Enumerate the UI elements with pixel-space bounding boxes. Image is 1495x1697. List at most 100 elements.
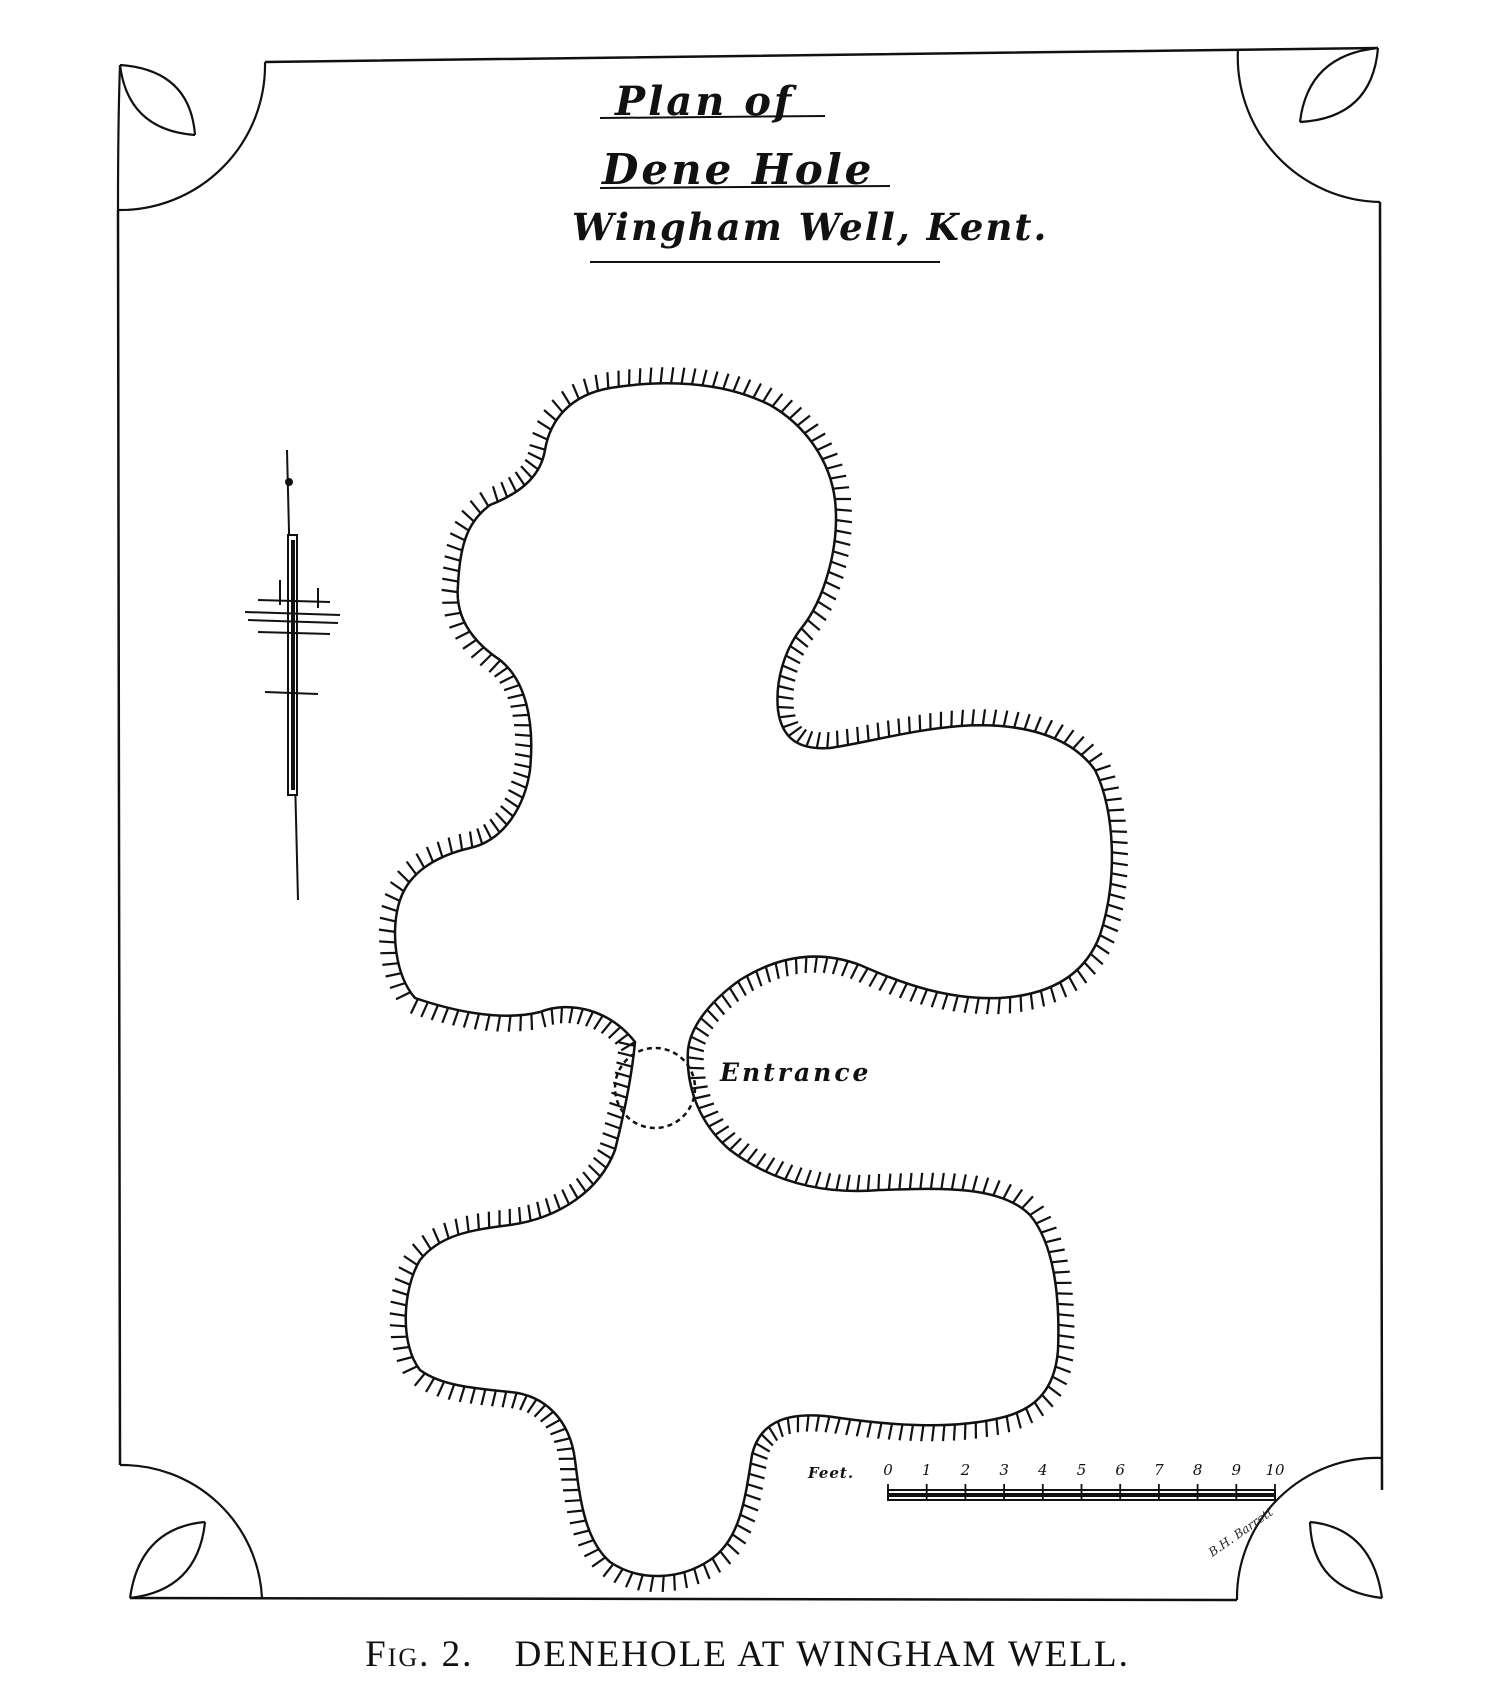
hachure-mark	[805, 730, 814, 747]
hachure-mark	[411, 1243, 424, 1258]
hachure-mark	[611, 1091, 628, 1099]
hachure-mark	[507, 1015, 512, 1032]
hachure-mark	[776, 1421, 784, 1438]
hachure-mark	[1047, 1385, 1062, 1397]
hachure-mark	[469, 1387, 476, 1404]
hachure-mark	[1110, 882, 1127, 889]
hachure-mark	[602, 1563, 615, 1578]
hachure-mark	[701, 369, 708, 386]
hachure-mark	[585, 1011, 594, 1027]
hachure-mark	[720, 993, 732, 1009]
hachure-mark	[1076, 969, 1088, 984]
hachure-mark	[536, 420, 552, 431]
hachure-mark	[468, 831, 474, 848]
hachure-mark	[941, 1424, 946, 1442]
hachure-mark	[413, 1372, 426, 1387]
hachure-mark	[782, 664, 798, 673]
hachure-mark	[688, 1045, 705, 1053]
hachure-mark	[815, 731, 821, 749]
hachure-mark	[1102, 786, 1119, 792]
hachure-mark	[519, 1394, 528, 1411]
hachure-mark	[1013, 711, 1020, 728]
hachure-mark	[771, 393, 784, 408]
hachure-mark	[878, 975, 889, 992]
hachure-mark	[787, 725, 803, 737]
hachure-mark	[840, 960, 850, 977]
hachure-mark	[484, 1014, 491, 1031]
hachure-mark	[573, 1529, 590, 1536]
entrance-shaft	[613, 1046, 697, 1130]
hachure-mark	[462, 1011, 470, 1028]
hachure-mark	[489, 818, 501, 834]
hachure-mark	[1029, 1205, 1045, 1216]
plan-title-line-2: Dene Hole	[602, 145, 875, 194]
hachure-mark	[560, 390, 572, 406]
hachure-mark	[746, 1483, 764, 1490]
hachure-mark	[830, 560, 847, 569]
hachure-mark	[394, 1277, 411, 1286]
hachure-mark	[1107, 808, 1125, 812]
hachure-mark	[503, 683, 520, 692]
hachure-mark	[510, 780, 527, 789]
hachure-mark	[458, 1386, 466, 1403]
hachure-mark	[393, 1345, 410, 1351]
hachure-mark	[815, 1415, 820, 1432]
hachure-mark	[992, 1179, 1001, 1196]
hachure-mark	[443, 1222, 450, 1239]
hachure-mark	[454, 520, 470, 532]
hachure-mark	[764, 966, 772, 983]
hachure-mark	[752, 382, 762, 399]
hachure-mark	[515, 743, 532, 748]
hachure-mark	[1057, 1302, 1074, 1306]
hachure-mark	[488, 659, 502, 673]
hachure-mark	[876, 722, 880, 739]
hachure-mark	[604, 1121, 621, 1130]
hachure-mark	[602, 1132, 619, 1140]
hachure-mark	[624, 1572, 634, 1588]
corner-ornament-top-right	[1236, 46, 1381, 204]
hachure-mark	[694, 1026, 710, 1038]
hachure-mark	[897, 718, 901, 735]
hachure-mark	[1111, 851, 1129, 856]
hachure-mark	[1058, 1334, 1075, 1339]
hachure-mark	[382, 962, 399, 966]
hachure-mark	[476, 1213, 480, 1230]
hachure-mark	[777, 705, 794, 709]
hachure-mark	[908, 1172, 913, 1190]
hachure-mark	[794, 1167, 803, 1183]
hachure-mark	[1059, 981, 1068, 998]
scale-tick-label: 1	[921, 1461, 932, 1479]
hachure-mark	[832, 486, 850, 490]
hachure-mark	[835, 730, 839, 747]
hachure-mark	[732, 375, 741, 392]
hachure-mark	[441, 1007, 450, 1024]
hachure-mark	[513, 771, 530, 779]
hachure-mark	[403, 1255, 418, 1266]
hachure-mark	[689, 1076, 706, 1080]
hachure-mark	[1002, 710, 1009, 727]
hachure-mark	[491, 485, 499, 503]
hachure-mark	[379, 940, 396, 944]
hachure-mark	[803, 423, 819, 435]
hachure-mark	[952, 995, 959, 1012]
hachure-mark	[1057, 1355, 1074, 1362]
hachure-mark	[381, 904, 398, 913]
hachure-mark	[693, 1568, 700, 1585]
hachure-mark	[845, 1174, 851, 1191]
hachure-mark	[452, 1009, 460, 1026]
hachure-mark	[683, 1571, 688, 1589]
hachure-mark	[907, 716, 911, 733]
hachure-mark	[1021, 1195, 1034, 1209]
hachure-mark	[550, 1008, 555, 1025]
hachure-mark	[1035, 1215, 1052, 1225]
hachure-mark	[461, 509, 475, 523]
hachure-mark	[952, 1424, 956, 1441]
hachure-mark	[767, 1426, 779, 1442]
hachure-mark	[476, 828, 484, 845]
scale-tick-label: 5	[1076, 1461, 1087, 1479]
hachure-mark	[599, 1142, 616, 1150]
hachure-mark	[788, 406, 803, 420]
hachure-mark	[804, 956, 808, 974]
hachure-mark	[779, 674, 796, 682]
scale-tick-label: 4	[1038, 1461, 1048, 1479]
